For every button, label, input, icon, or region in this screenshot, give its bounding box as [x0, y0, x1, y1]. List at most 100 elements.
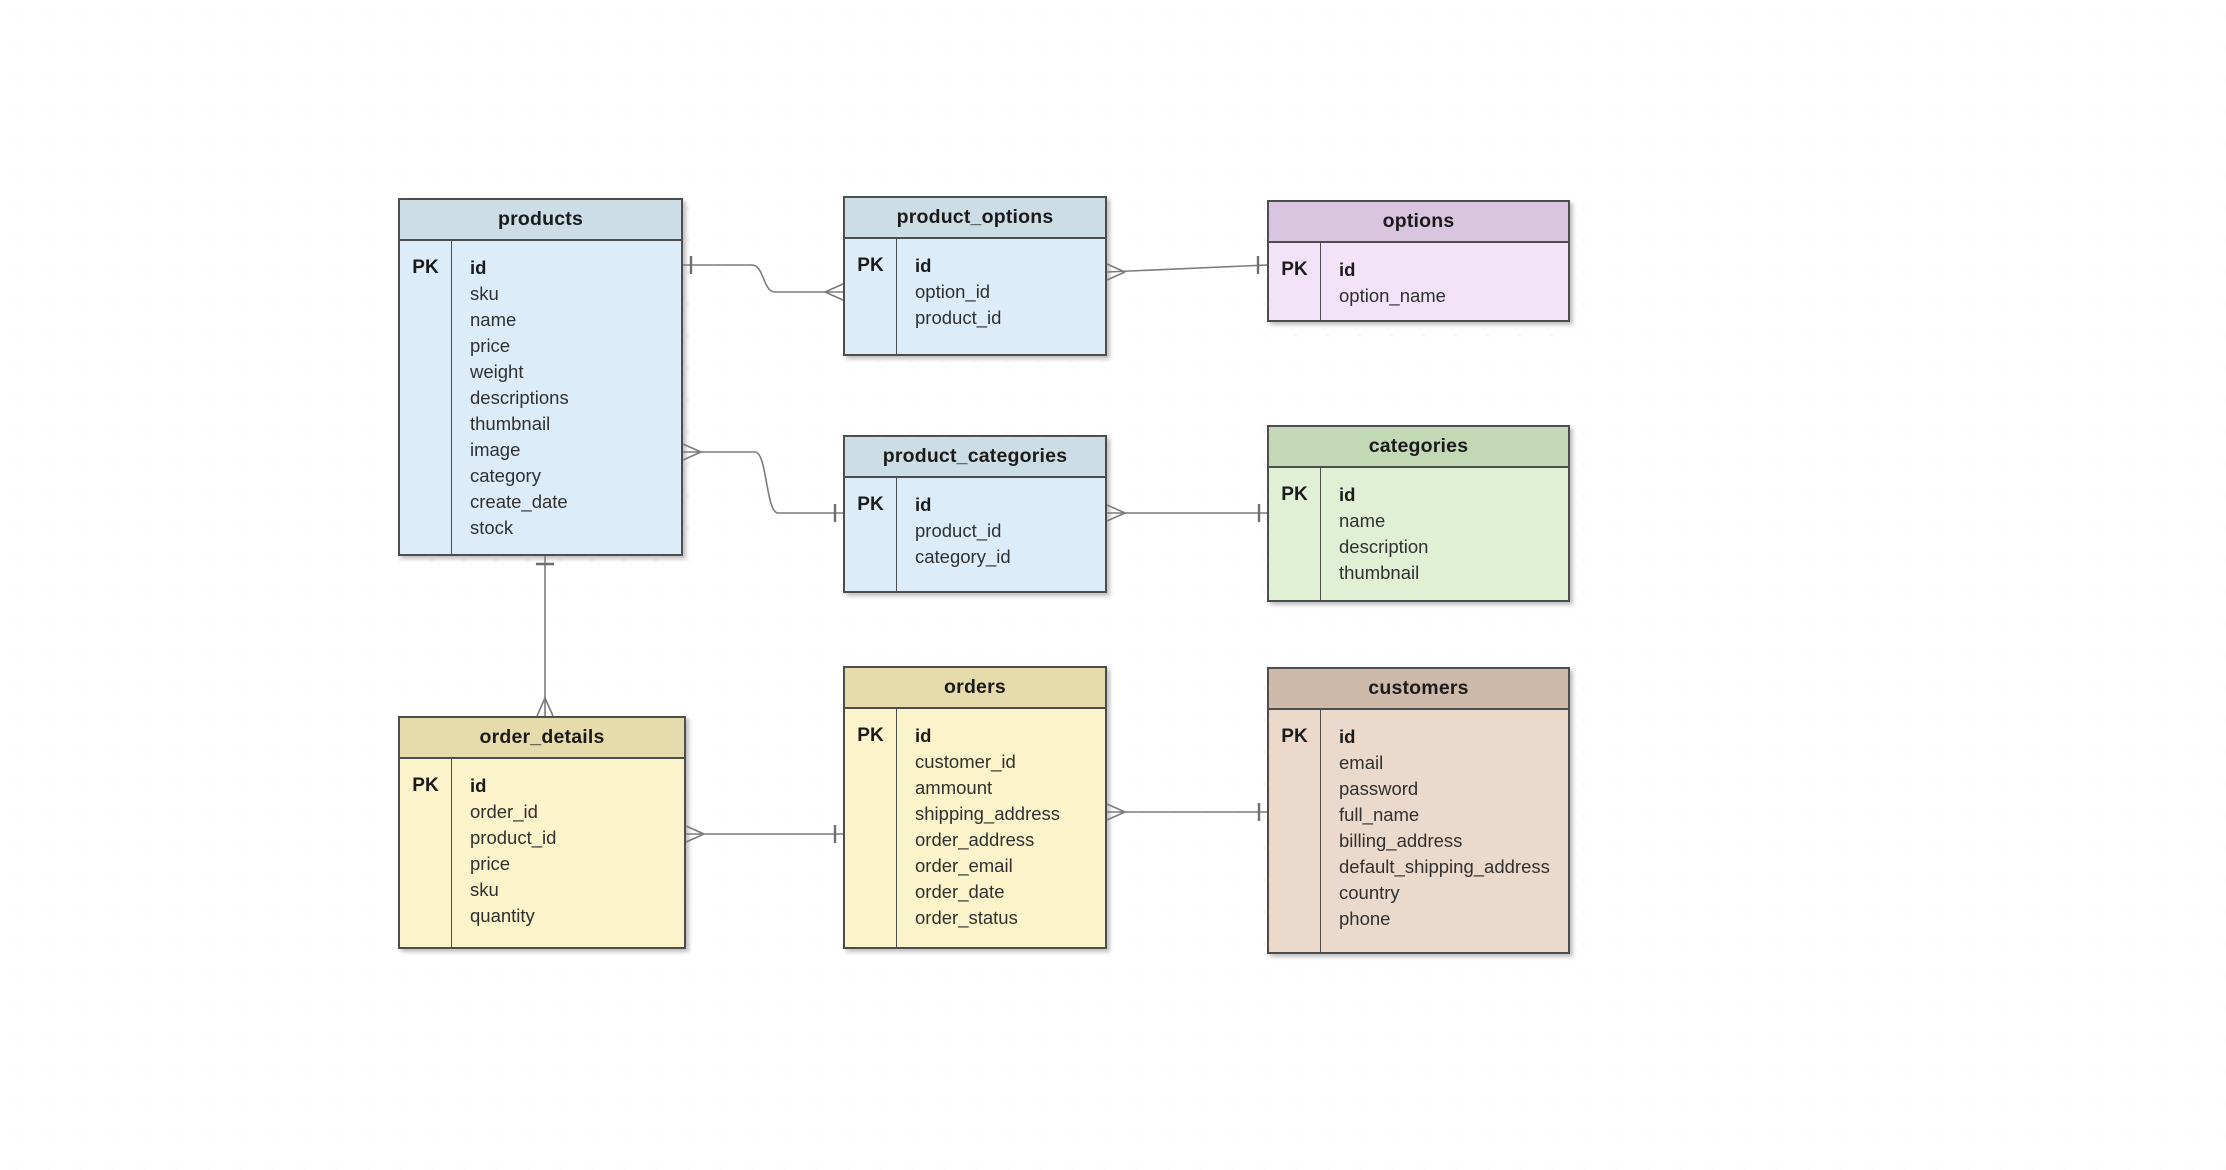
entity-header: products	[400, 200, 681, 241]
entity-field: id	[1339, 484, 1356, 505]
entity-header: options	[1269, 202, 1568, 243]
entity-field: image	[470, 439, 521, 460]
entity-field: descriptions	[470, 387, 569, 408]
entity-field: product_id	[470, 827, 557, 848]
entity-title: orders	[944, 676, 1006, 698]
pk-label: PK	[1281, 726, 1308, 747]
entity-body: PK id option_id product_id	[845, 239, 1105, 354]
entity-field: sku	[470, 879, 499, 900]
entity-field: option_id	[915, 281, 991, 302]
pk-label: PK	[1281, 259, 1308, 280]
entity-header: product_categories	[845, 437, 1105, 478]
entity-field: billing_address	[1339, 830, 1463, 851]
pk-column: PK	[845, 239, 897, 354]
entity-field: id	[915, 725, 932, 746]
fields-column: id option_name	[1321, 243, 1568, 320]
entity-field: option_name	[1339, 285, 1446, 306]
entity-field: shipping_address	[915, 803, 1061, 824]
pk-column: PK	[1269, 243, 1321, 320]
entity-title: products	[497, 208, 584, 230]
entity-field: product_id	[915, 520, 1002, 541]
fields-column: id option_id product_id	[897, 239, 1105, 354]
entity-field: id	[1339, 726, 1356, 747]
pk-label: PK	[857, 494, 884, 515]
entity-field: price	[470, 853, 511, 874]
pk-label: PK	[857, 725, 884, 746]
pk-label: PK	[1281, 484, 1308, 505]
pk-label: PK	[412, 775, 439, 796]
entity-field: customer_id	[915, 751, 1016, 772]
entity-field: thumbnail	[470, 413, 551, 434]
fields-column: id name description thumbnail	[1321, 468, 1568, 600]
entity-field: order_email	[915, 855, 1013, 876]
entity-body: PK id option_name	[1269, 243, 1568, 320]
entity-field: category_id	[915, 546, 1011, 567]
entity-field: name	[1339, 510, 1386, 531]
entity-field: weight	[470, 361, 524, 382]
entity-field: product_id	[915, 307, 1002, 328]
entity-field: name	[470, 309, 517, 330]
fields-column: id product_id category_id	[897, 478, 1105, 591]
entity-title: customers	[1368, 677, 1469, 699]
entity-header: orders	[845, 668, 1105, 709]
entity-field: id	[470, 257, 487, 278]
pk-column: PK	[400, 759, 452, 947]
entity-field: order_date	[915, 881, 1005, 902]
entity-header: order_details	[400, 718, 684, 759]
pk-label: PK	[412, 257, 439, 278]
entity-header: categories	[1269, 427, 1568, 468]
pk-column: PK	[400, 241, 452, 554]
pk-column: PK	[1269, 468, 1321, 600]
entity-title: options	[1382, 210, 1455, 232]
entity-title: order_details	[479, 726, 605, 748]
entity-title: product_categories	[882, 445, 1068, 467]
entity-field: order_id	[470, 801, 538, 822]
entity-field: ammount	[915, 777, 993, 798]
entity-title: product_options	[896, 206, 1054, 228]
entity-header: customers	[1269, 669, 1568, 710]
entity-field: password	[1339, 778, 1419, 799]
entity-field: order_status	[915, 907, 1018, 928]
entity-field: stock	[470, 517, 514, 538]
entity-header: product_options	[845, 198, 1105, 239]
entity-field: country	[1339, 882, 1400, 903]
entity-body: PK id product_id category_id	[845, 478, 1105, 591]
entity-field: quantity	[470, 905, 535, 926]
entity-field: description	[1339, 536, 1429, 557]
entity-field: price	[470, 335, 511, 356]
entity-field: full_name	[1339, 804, 1420, 825]
entity-field: id	[915, 255, 932, 276]
entity-field: thumbnail	[1339, 562, 1420, 583]
entity-field: id	[470, 775, 487, 796]
pk-column: PK	[845, 478, 897, 591]
entity-field: phone	[1339, 908, 1391, 929]
entity-field: create_date	[470, 491, 568, 512]
pk-column: PK	[845, 709, 897, 947]
entity-field: id	[915, 494, 932, 515]
entity-title: categories	[1368, 435, 1469, 457]
entity-body: PK id name description thumbnail	[1269, 468, 1568, 600]
entity-body: PK id email password full_name billing_addres…	[1269, 710, 1568, 952]
entity-field: email	[1339, 752, 1384, 773]
pk-label: PK	[857, 255, 884, 276]
entity-field: order_address	[915, 829, 1035, 850]
entity-field: id	[1339, 259, 1356, 280]
entity-field: category	[470, 465, 541, 486]
